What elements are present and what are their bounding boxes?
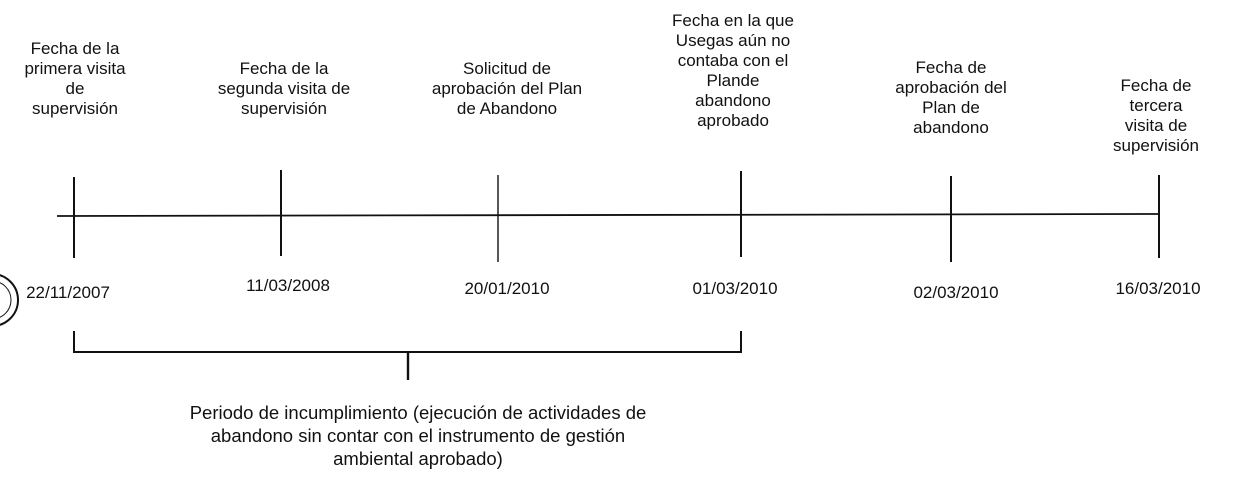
- event-label: Fecha de tercera visita de supervisión: [1113, 76, 1199, 155]
- event-date: 22/11/2007: [26, 283, 110, 302]
- period-bracket: [73, 331, 742, 353]
- event-date: 20/01/2010: [464, 279, 550, 298]
- event-label: Fecha de aprobación del Plan de abandono: [895, 58, 1007, 137]
- event-label: Solicitud de aprobación del Plan de Aban…: [431, 59, 583, 118]
- event-date: 02/03/2010: [913, 283, 999, 302]
- event-label: Fecha en la que Usegas aún no contaba co…: [672, 11, 794, 130]
- timeline-axis: [56, 213, 1160, 217]
- event-label: Fecha de la segunda visita de supervisió…: [217, 59, 351, 118]
- stamp-icon: [0, 274, 19, 326]
- event-label: Fecha de la primera visita de supervisió…: [24, 39, 126, 118]
- event-date: 01/03/2010: [692, 279, 778, 298]
- event-date: 11/03/2008: [246, 276, 330, 295]
- event-date: 16/03/2010: [1115, 279, 1201, 298]
- period-label: Periodo de incumplimiento (ejecución de …: [189, 402, 647, 469]
